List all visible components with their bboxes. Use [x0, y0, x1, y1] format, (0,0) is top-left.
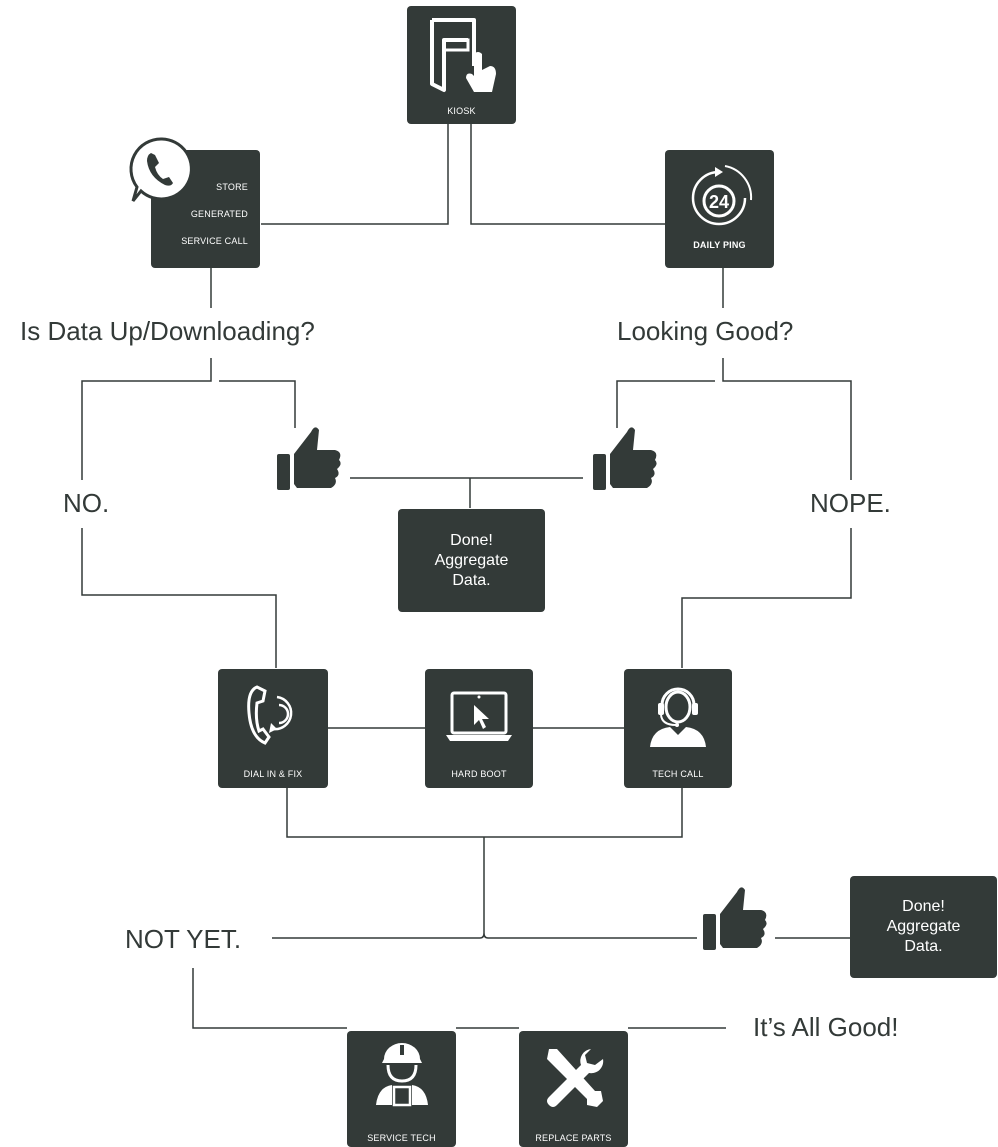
headset-agent-icon	[650, 687, 706, 747]
kiosk-touch-icon	[430, 18, 496, 92]
question-data-up-down: Is Data Up/Downloading?	[20, 316, 315, 346]
thumbs-up-icon	[277, 427, 341, 490]
hard-hat-worker-icon	[376, 1043, 428, 1107]
kiosk-node: KIOSK	[407, 6, 516, 124]
hard-boot-label: HARD BOOT	[451, 769, 507, 779]
store-call-label-2: GENERATED	[190, 209, 248, 219]
hard-boot-node: HARD BOOT	[425, 669, 533, 788]
laptop-cursor-icon	[446, 691, 512, 741]
phone-bubble-icon	[129, 137, 193, 202]
answer-not-yet: NOT YET.	[125, 924, 242, 954]
answer-nope: NOPE.	[810, 488, 891, 518]
thumbs-up-icon	[703, 887, 767, 950]
dial-in-fix-node: DIAL IN & FIX	[218, 669, 328, 788]
service-tech-label: SERVICE TECH	[367, 1133, 436, 1143]
thumbs-up-icon	[593, 427, 657, 490]
done-bottom-text: Done! Aggregate Data.	[886, 898, 961, 955]
done-aggregate-data-bottom: Done! Aggregate Data.	[850, 876, 997, 978]
24-badge: 24	[709, 192, 729, 212]
replace-parts-node: REPLACE PARTS	[519, 1031, 628, 1147]
store-call-label-3: SERVICE CALL	[181, 236, 248, 246]
24-hour-icon: 24	[691, 165, 753, 226]
store-call-label-1: STORE	[216, 182, 248, 192]
answer-all-good: It’s All Good!	[753, 1012, 899, 1042]
service-tech-node: SERVICE TECH	[347, 1031, 456, 1147]
tech-call-label: TECH CALL	[652, 769, 704, 779]
daily-ping-node: 24 DAILY PING	[665, 150, 774, 268]
done-top-text: Done! Aggregate Data.	[434, 531, 509, 589]
done-aggregate-data-top: Done! Aggregate Data.	[398, 509, 545, 612]
answer-no: NO.	[63, 488, 110, 518]
question-looking-good: Looking Good?	[617, 316, 794, 346]
dial-in-label: DIAL IN & FIX	[243, 769, 303, 779]
replace-parts-label: REPLACE PARTS	[535, 1133, 612, 1143]
tech-call-node: TECH CALL	[624, 669, 732, 788]
daily-ping-label: DAILY PING	[693, 240, 746, 250]
kiosk-label: KIOSK	[447, 106, 476, 116]
dial-phone-icon	[247, 685, 293, 745]
tools-icon	[547, 1049, 604, 1107]
